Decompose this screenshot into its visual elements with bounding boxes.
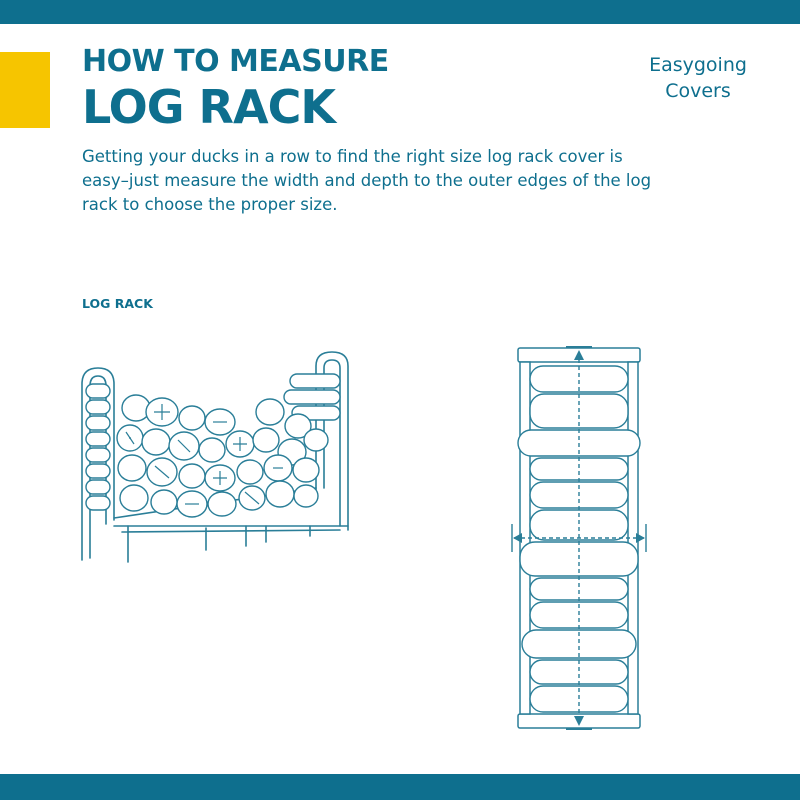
bottom-band xyxy=(0,774,800,800)
title-line-2: LOG RACK xyxy=(82,80,336,134)
title-line-1: HOW TO MEASURE xyxy=(82,44,389,79)
log-rack-top-view-illustration xyxy=(511,346,647,730)
intro-paragraph: Getting your ducks in a row to find the … xyxy=(82,147,652,214)
diagram-label: LOG RACK xyxy=(82,296,153,311)
brand-logo: Easygoing Covers xyxy=(628,52,768,104)
log-rack-front-illustration xyxy=(81,351,349,563)
brand-line-1: Easygoing xyxy=(649,54,747,76)
top-band xyxy=(0,0,800,24)
yellow-accent-tab xyxy=(0,52,50,128)
brand-line-2: Covers xyxy=(665,80,731,102)
